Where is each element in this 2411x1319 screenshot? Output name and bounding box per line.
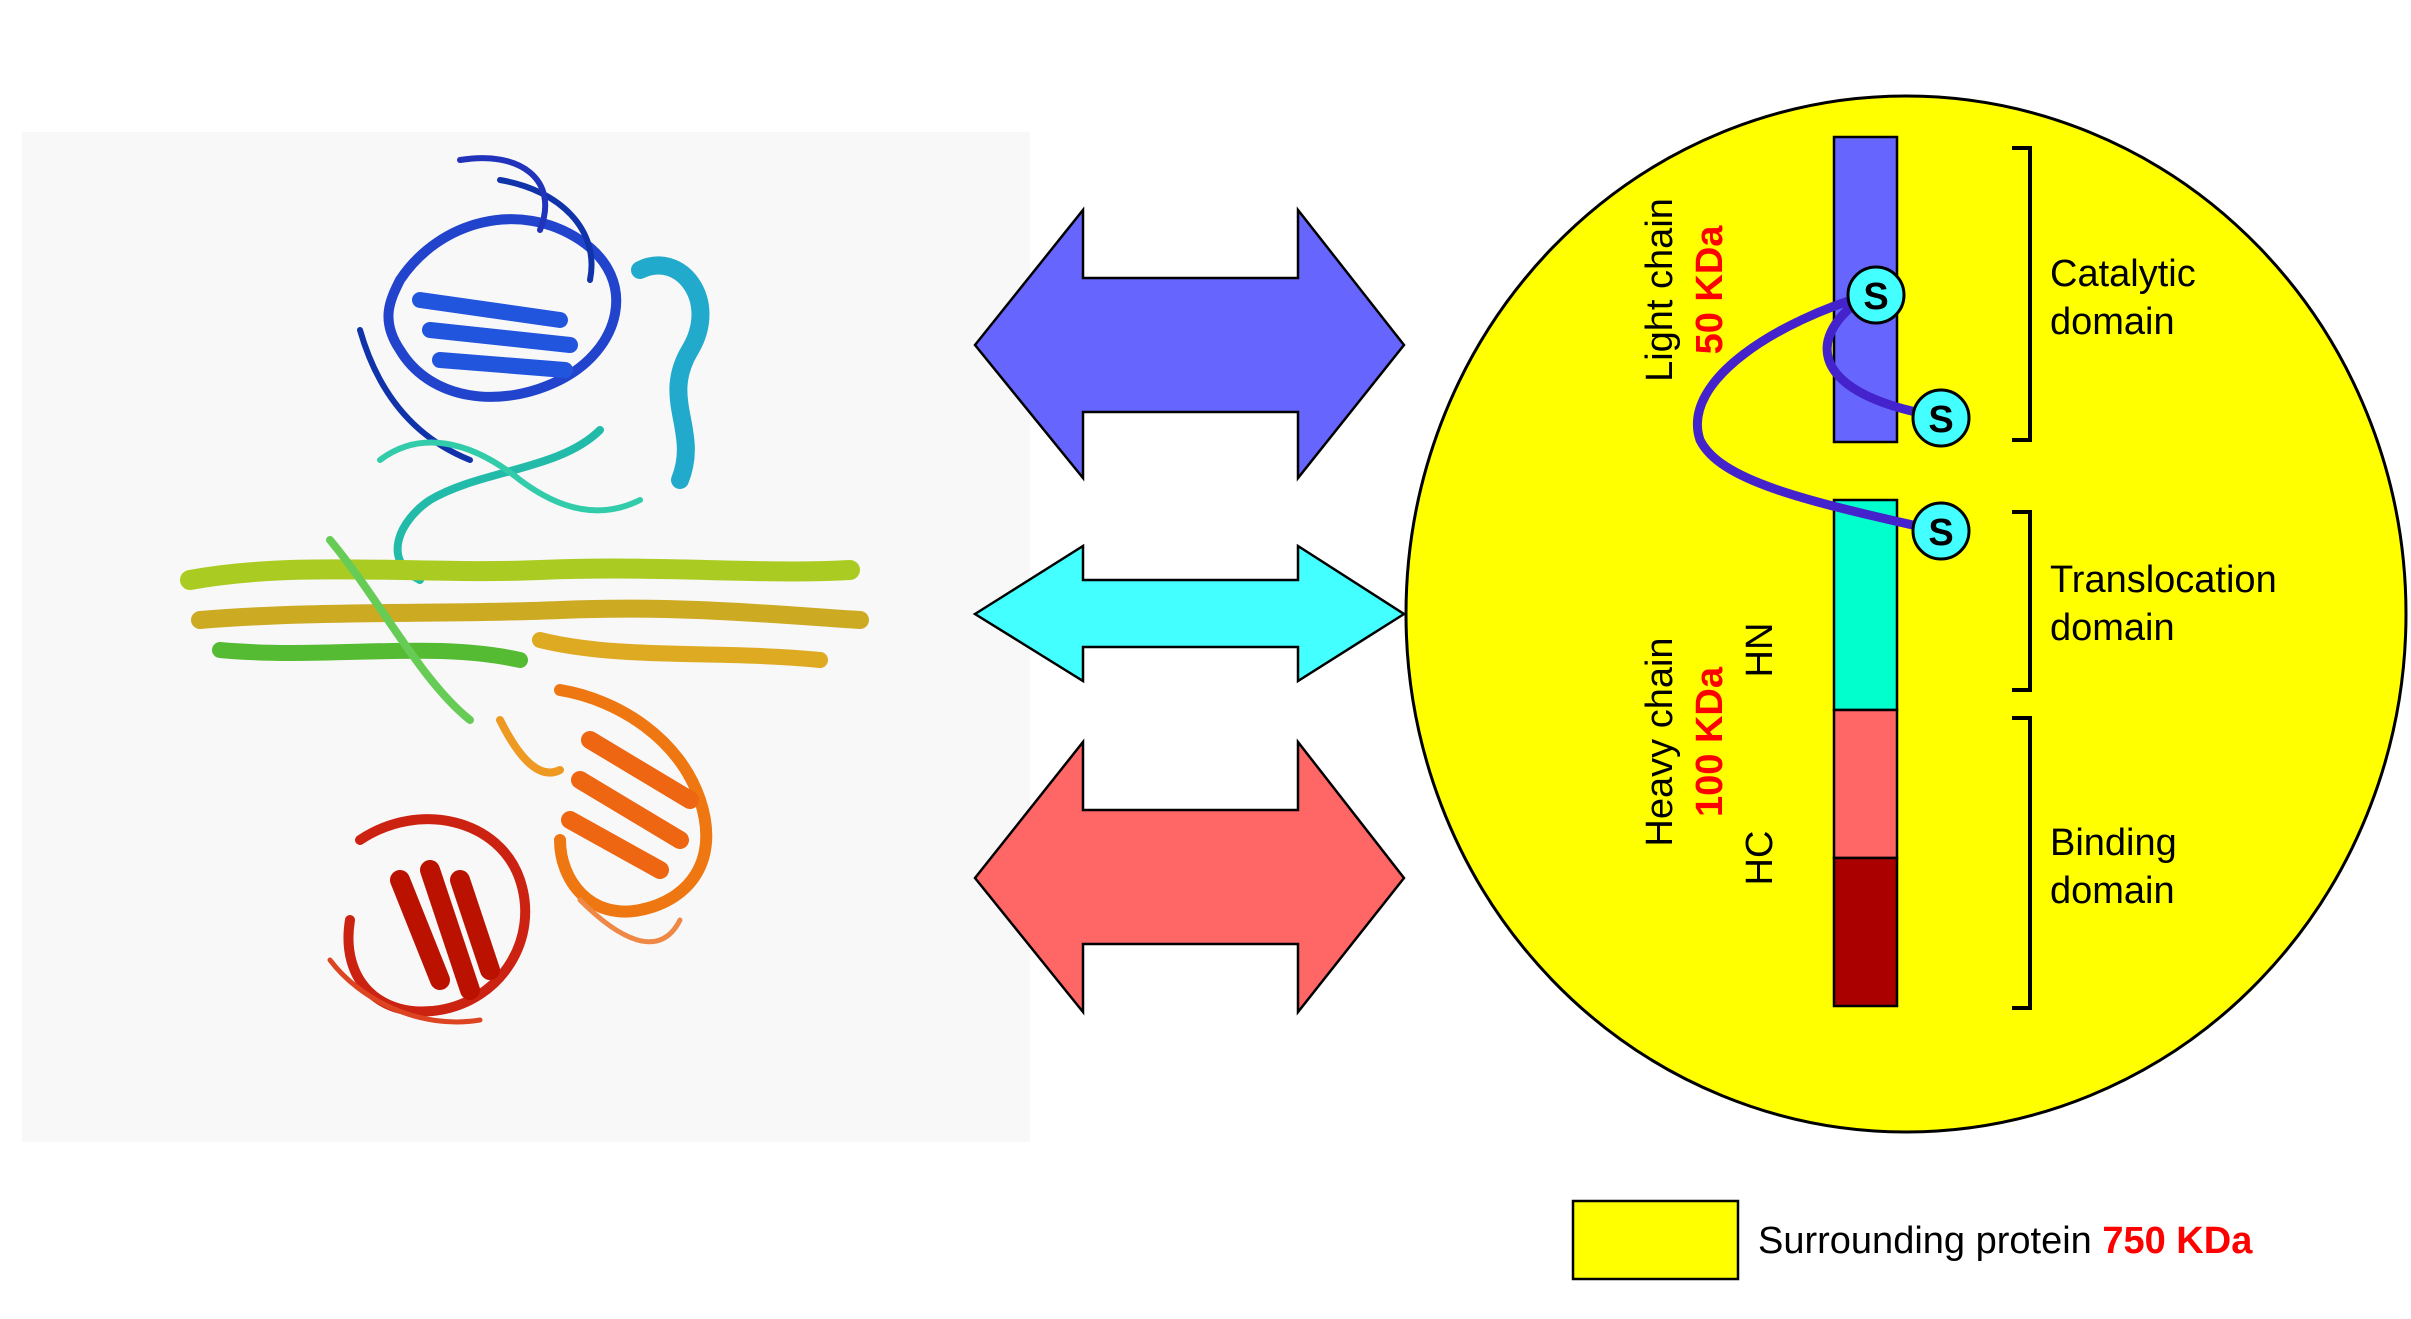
sulfur-label: S: [1928, 512, 1953, 554]
legend-mass: 750 KDa: [2102, 1220, 2253, 1262]
surrounding-protein-ellipse: [1404, 94, 2408, 1134]
translocation-double-arrow-icon: [972, 543, 1407, 684]
disulfide-bond-short: [1822, 290, 1935, 420]
sulfur-label: S: [1863, 276, 1888, 318]
translocation-domain-label: Translocation: [2050, 559, 2277, 601]
legend: Surrounding protein 750 KDa: [1571, 1199, 2253, 1281]
binding-bracket: [2012, 716, 2032, 1010]
structure-panel: [22, 132, 1030, 1142]
sulfur-atom-icon: [1846, 265, 1906, 325]
chain-labels: Light chain 50 KDa Heavy chain 100 KDa H…: [1639, 198, 1781, 885]
legend-swatch: [1571, 1199, 1740, 1281]
catalytic-double-arrow-icon: [973, 206, 1406, 482]
protein-structure: [22, 132, 1030, 1142]
legend-label: Surrounding protein 750 KDa: [1758, 1220, 2253, 1262]
double-arrows: [972, 206, 1407, 1016]
domain-bars: [1832, 135, 1899, 1008]
light-chain-label: Light chain: [1639, 198, 1681, 382]
translocation-domain-label: domain: [2050, 607, 2175, 649]
catalytic-domain-label: Catalytic: [2050, 253, 2196, 295]
hc-fragment-label: HC: [1739, 831, 1781, 886]
binding-double-arrow-icon: [973, 738, 1406, 1016]
binding-domain-label: Binding: [2050, 822, 2177, 864]
protein-ribbon-structure-icon: [180, 155, 869, 1025]
catalytic-domain-label: domain: [2050, 301, 2175, 343]
catalytic-bracket: [2012, 146, 2032, 442]
domain-brackets: [2012, 146, 2032, 1010]
translocation-domain-bar: [1832, 498, 1899, 712]
translocation-bracket: [2012, 510, 2032, 692]
disulfide-bonds: S S S: [1693, 265, 1971, 561]
sulfur-atom-icon: [1911, 388, 1971, 448]
disulfide-bond-long: [1693, 290, 1940, 535]
domain-labels: Catalytic domain Translocation domain Bi…: [2050, 253, 2277, 912]
sulfur-label: S: [1928, 399, 1953, 441]
binding-domain-label: domain: [2050, 870, 2175, 912]
heavy-chain-label: Heavy chain: [1639, 637, 1681, 846]
hn-fragment-label: HN: [1739, 623, 1781, 678]
binding-domain-bar-upper: [1832, 708, 1899, 860]
light-chain-mass: 50 KDa: [1689, 225, 1731, 355]
sulfur-atom-icon: [1911, 501, 1971, 561]
binding-domain-bar-lower: [1832, 856, 1899, 1008]
heavy-chain-mass: 100 KDa: [1689, 666, 1731, 817]
